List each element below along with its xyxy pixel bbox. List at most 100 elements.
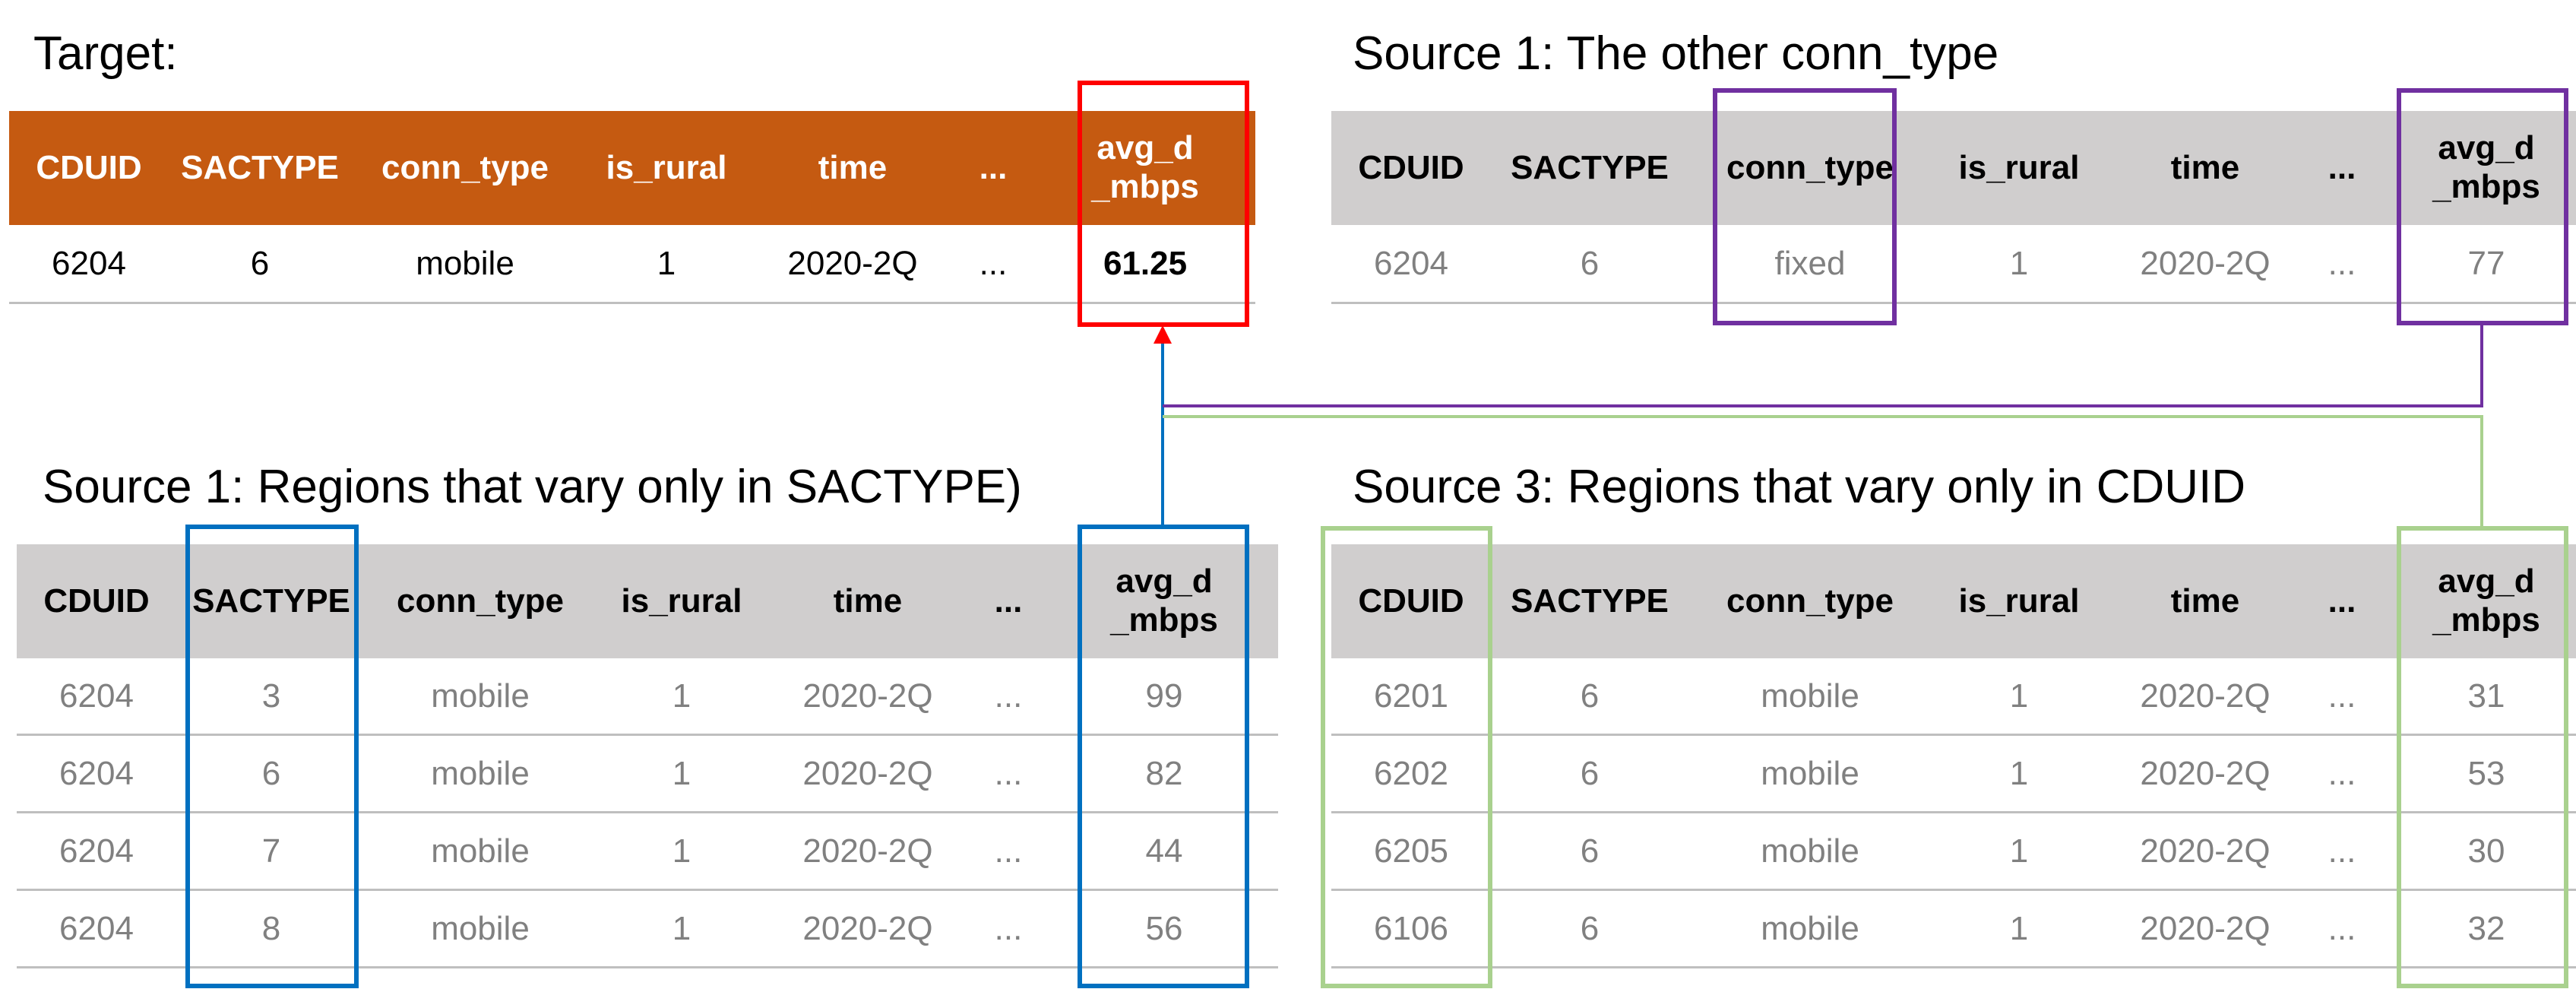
cell-avg-d-mbps: 31 bbox=[2467, 677, 2505, 715]
cell-sactype: 7 bbox=[261, 832, 281, 870]
header-conn-type: conn_type bbox=[381, 148, 549, 186]
header-avg-d-mbps: avg_d _mbps bbox=[2432, 129, 2540, 205]
header-cduid: CDUID bbox=[36, 148, 142, 186]
header-ellipsis: ... bbox=[994, 582, 1023, 620]
arrow-head bbox=[1154, 325, 1172, 344]
cell-avg-d-mbps: 30 bbox=[2467, 832, 2505, 870]
header-ellipsis: ... bbox=[2328, 148, 2356, 186]
header-sactype: SACTYPE bbox=[181, 148, 339, 186]
cell-sactype: 6 bbox=[1580, 909, 1600, 947]
cell-sactype: 6 bbox=[261, 754, 281, 792]
cell-ellipsis: ... bbox=[2328, 244, 2356, 282]
cell-avg-d-mbps: 32 bbox=[2467, 909, 2505, 947]
table-row: 6106 6 mobile 1 2020-2Q... 32 bbox=[1331, 891, 2576, 968]
sactype-avg-highlight bbox=[1078, 525, 1249, 988]
header-cduid: CDUID bbox=[43, 582, 150, 620]
cell-ellipsis: ... bbox=[994, 832, 1023, 870]
cell-sactype: 6 bbox=[250, 244, 270, 282]
cell-ellipsis: ... bbox=[994, 909, 1023, 947]
cell-time: 2020-2Q bbox=[802, 677, 933, 715]
cell-avg-d-mbps: 82 bbox=[1145, 754, 1183, 792]
cell-sactype: 6 bbox=[1580, 677, 1600, 715]
cell-cduid: 6201 bbox=[1374, 677, 1448, 715]
cell-time: 2020-2Q bbox=[802, 832, 933, 870]
header-time: time bbox=[833, 582, 903, 620]
cell-is-rural: 1 bbox=[2009, 909, 2029, 947]
cell-cduid: 6106 bbox=[1374, 909, 1448, 947]
header-time: time bbox=[2170, 582, 2240, 620]
cell-ellipsis: ... bbox=[2328, 909, 2356, 947]
cell-avg-d-mbps: 44 bbox=[1145, 832, 1183, 870]
cell-is-rural: 1 bbox=[672, 832, 691, 870]
header-is-rural: is_rural bbox=[1958, 148, 2080, 186]
sactype-highlight bbox=[185, 525, 359, 988]
header-ellipsis: ... bbox=[979, 148, 1008, 186]
cell-conn-type: mobile bbox=[431, 832, 530, 870]
target-title: Target: bbox=[33, 27, 178, 80]
cell-time: 2020-2Q bbox=[2140, 909, 2271, 947]
cell-conn-type: mobile bbox=[1761, 909, 1859, 947]
cell-avg-d-mbps: 56 bbox=[1145, 909, 1183, 947]
cell-avg-d-mbps: 61.25 bbox=[1103, 244, 1188, 282]
header-is-rural: is_rural bbox=[621, 582, 742, 620]
cell-time: 2020-2Q bbox=[2140, 754, 2271, 792]
cell-ellipsis: ... bbox=[994, 754, 1023, 792]
header-is-rural: is_rural bbox=[1958, 582, 2080, 620]
cell-is-rural: 1 bbox=[672, 754, 691, 792]
cell-avg-d-mbps: 53 bbox=[2467, 754, 2505, 792]
cell-conn-type: mobile bbox=[1761, 832, 1859, 870]
cell-is-rural: 1 bbox=[2009, 832, 2029, 870]
header-sactype: SACTYPE bbox=[1511, 148, 1669, 186]
header-time: time bbox=[818, 148, 888, 186]
cell-ellipsis: ... bbox=[2328, 832, 2356, 870]
header-time: time bbox=[2170, 148, 2240, 186]
cell-conn-type: mobile bbox=[431, 754, 530, 792]
header-cduid: CDUID bbox=[1358, 582, 1464, 620]
cell-ellipsis: ... bbox=[979, 244, 1008, 282]
cell-cduid: 6202 bbox=[1374, 754, 1448, 792]
source-cduid-title: Source 3: Regions that vary only in CDUI… bbox=[1353, 461, 2246, 513]
cell-sactype: 8 bbox=[261, 909, 281, 947]
cell-time: 2020-2Q bbox=[2140, 677, 2271, 715]
cell-conn-type: mobile bbox=[431, 677, 530, 715]
source-sactype-title: Source 1: Regions that vary only in SACT… bbox=[43, 461, 1022, 513]
cell-conn-type: mobile bbox=[416, 244, 514, 282]
cell-conn-type: fixed bbox=[1774, 244, 1846, 282]
header-conn-type: conn_type bbox=[396, 582, 565, 620]
cell-sactype: 6 bbox=[1580, 754, 1600, 792]
conn-type-highlight bbox=[1713, 88, 1897, 325]
header-sactype: SACTYPE bbox=[192, 582, 350, 620]
cell-cduid: 6205 bbox=[1374, 832, 1448, 870]
green-connector bbox=[1163, 415, 2483, 526]
cell-cduid: 6204 bbox=[59, 909, 134, 947]
cell-is-rural: 1 bbox=[2009, 244, 2029, 282]
cell-is-rural: 1 bbox=[672, 677, 691, 715]
purple-connector bbox=[1163, 325, 2483, 407]
header-ellipsis: ... bbox=[2328, 582, 2356, 620]
cell-cduid: 6204 bbox=[1374, 244, 1448, 282]
cell-cduid: 6204 bbox=[59, 754, 134, 792]
cell-sactype: 3 bbox=[261, 677, 281, 715]
cell-cduid: 6204 bbox=[59, 677, 134, 715]
cell-cduid: 6204 bbox=[59, 832, 134, 870]
cell-avg-d-mbps: 99 bbox=[1145, 677, 1183, 715]
table-row: 6204 7 mobile 1 2020-2Q... 44 bbox=[17, 813, 1278, 891]
cduid-avg-highlight bbox=[2397, 526, 2568, 988]
cell-conn-type: mobile bbox=[1761, 677, 1859, 715]
cell-avg-d-mbps: 77 bbox=[2467, 244, 2505, 282]
cell-time: 2020-2Q bbox=[802, 754, 933, 792]
header-avg-d-mbps: avg_d _mbps bbox=[2432, 563, 2540, 639]
